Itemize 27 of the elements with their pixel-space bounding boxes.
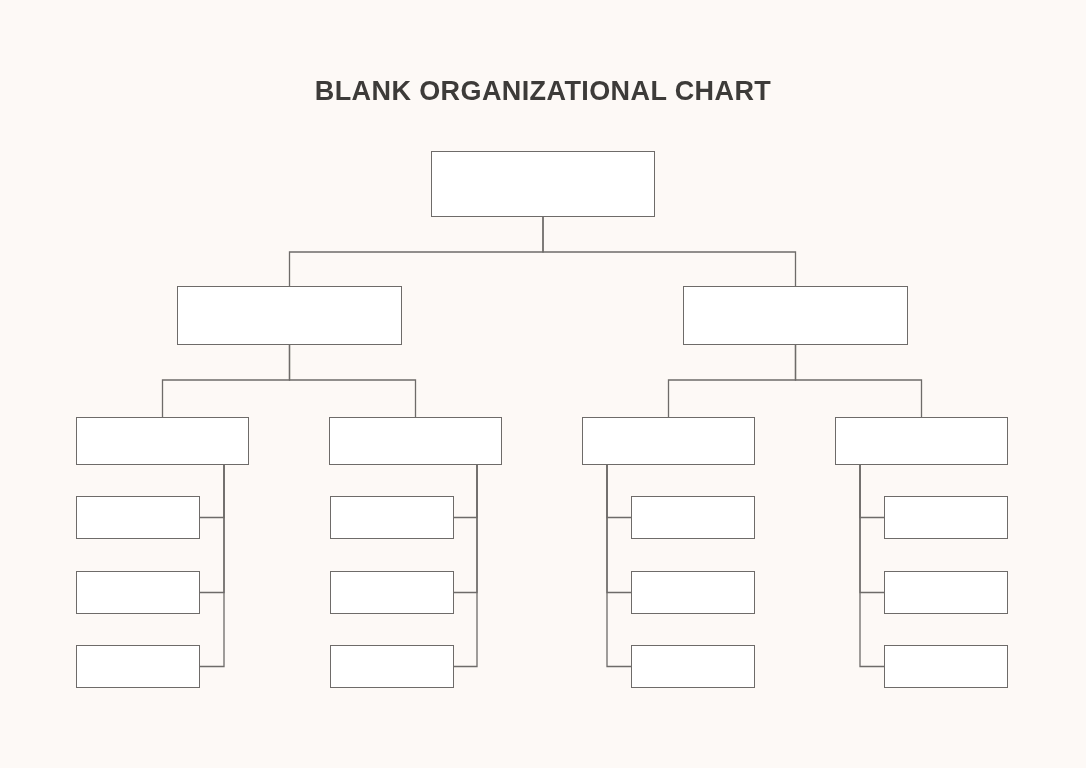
org-chart-box (76, 417, 249, 465)
org-chart-box (582, 417, 755, 465)
connector-line (859, 464, 885, 668)
org-chart-box (76, 571, 200, 614)
org-chart-box (76, 496, 200, 539)
connector-line (606, 464, 632, 668)
org-chart-box (431, 151, 655, 217)
org-chart-box (76, 645, 200, 688)
org-chart-box (177, 286, 402, 345)
connector-line (288, 344, 417, 418)
org-chart-box (631, 571, 755, 614)
org-chart-box (631, 645, 755, 688)
org-chart-box (683, 286, 908, 345)
org-chart-box (330, 571, 454, 614)
org-chart-box (884, 496, 1008, 539)
chart-title: BLANK ORGANIZATIONAL CHART (314, 76, 772, 106)
org-chart-box (884, 645, 1008, 688)
org-chart-box (330, 496, 454, 539)
org-chart-box (835, 417, 1008, 465)
connector-line (453, 464, 478, 668)
connector-line (199, 464, 225, 668)
org-chart-box (884, 571, 1008, 614)
org-chart-box (330, 645, 454, 688)
connector-line (542, 216, 797, 287)
org-chart-box (329, 417, 502, 465)
connector-line (794, 344, 923, 418)
org-chart-box (631, 496, 755, 539)
